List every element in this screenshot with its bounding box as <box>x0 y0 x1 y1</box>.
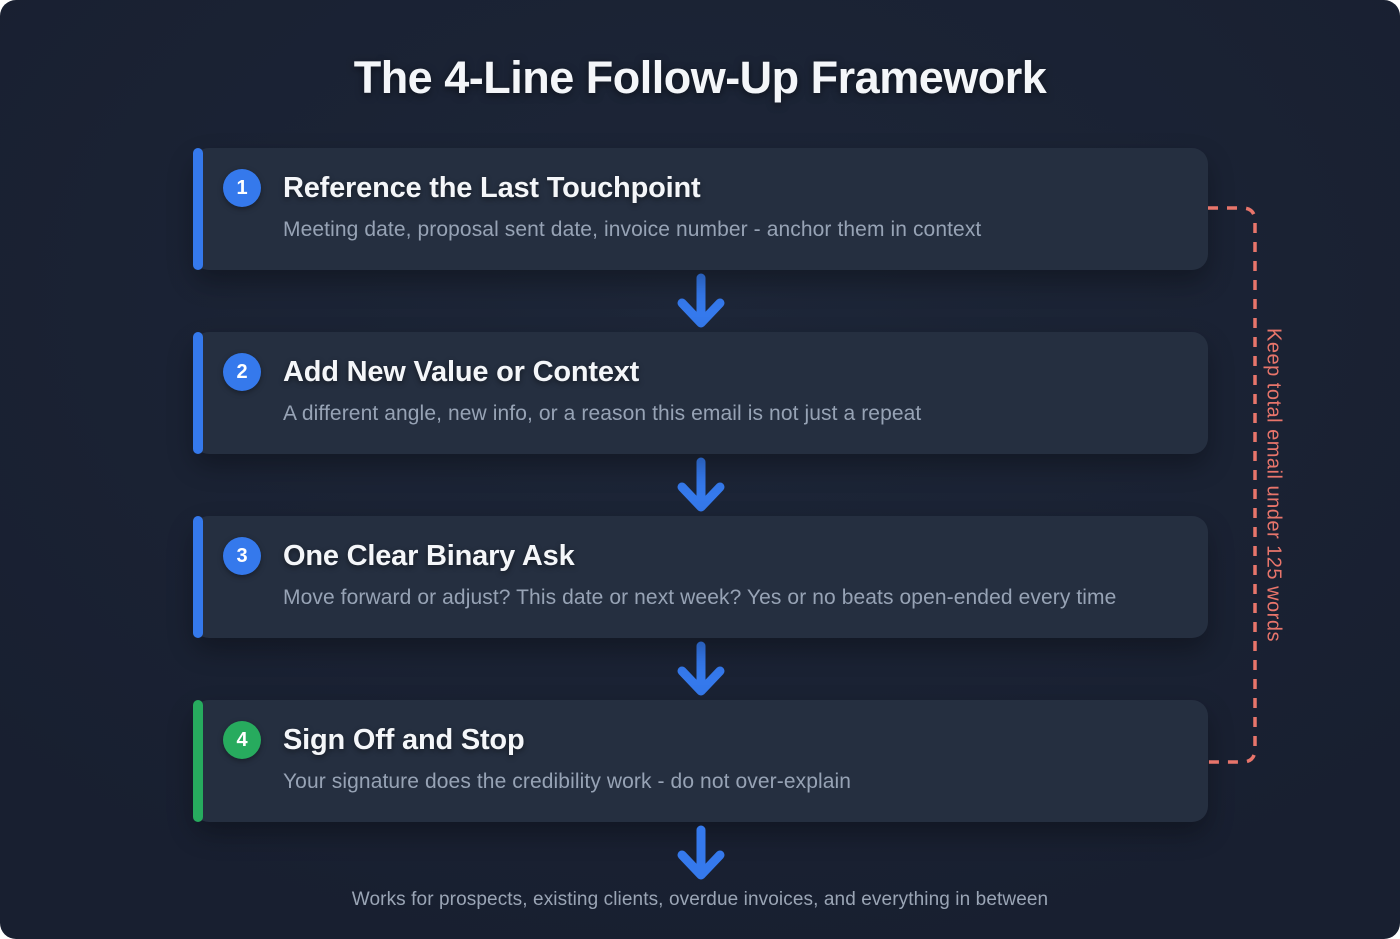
flow-arrow-slot <box>193 823 1208 883</box>
step-card-2: 2 Add New Value or Context A different a… <box>193 332 1208 454</box>
step-heading: Add New Value or Context <box>283 355 640 388</box>
word-limit-bracket <box>1208 206 1257 764</box>
step-description: Your signature does the credibility work… <box>283 770 852 793</box>
step-accent-bar <box>193 332 203 454</box>
step-accent-bar <box>193 148 203 270</box>
down-arrow-icon <box>677 825 724 880</box>
down-arrow-icon <box>677 641 724 696</box>
flow-arrow-slot <box>193 270 1208 332</box>
flow-arrow-slot <box>193 454 1208 516</box>
step-description: Move forward or adjust? This date or nex… <box>283 586 1117 609</box>
step-accent-bar <box>193 700 203 822</box>
down-arrow-icon <box>677 273 724 328</box>
step-header-row: 4 Sign Off and Stop <box>223 721 1178 759</box>
step-header-row: 3 One Clear Binary Ask <box>223 537 1178 575</box>
footer-note: Works for prospects, existing clients, o… <box>351 889 1049 910</box>
step-card-4: 4 Sign Off and Stop Your signature does … <box>193 700 1208 822</box>
step-header-row: 1 Reference the Last Touchpoint <box>223 169 1178 207</box>
step-card-1: 1 Reference the Last Touchpoint Meeting … <box>193 148 1208 270</box>
steps-flow: 1 Reference the Last Touchpoint Meeting … <box>193 148 1208 822</box>
word-limit-annotation: Keep total email under 125 words <box>1256 205 1290 765</box>
step-heading: One Clear Binary Ask <box>283 539 575 572</box>
step-heading: Sign Off and Stop <box>283 723 525 756</box>
step-number-badge: 4 <box>223 721 261 759</box>
step-description: Meeting date, proposal sent date, invoic… <box>283 218 982 241</box>
page-title: The 4-Line Follow-Up Framework <box>353 52 1047 103</box>
flow-arrow-slot <box>193 638 1208 700</box>
down-arrow-icon <box>677 457 724 512</box>
step-heading: Reference the Last Touchpoint <box>283 171 701 204</box>
word-limit-label: Keep total email under 125 words <box>1262 328 1285 642</box>
step-number-badge: 3 <box>223 537 261 575</box>
step-number-badge: 1 <box>223 169 261 207</box>
step-accent-bar <box>193 516 203 638</box>
step-header-row: 2 Add New Value or Context <box>223 353 1178 391</box>
step-card-3: 3 One Clear Binary Ask Move forward or a… <box>193 516 1208 638</box>
step-number-badge: 2 <box>223 353 261 391</box>
step-description: A different angle, new info, or a reason… <box>283 402 922 425</box>
